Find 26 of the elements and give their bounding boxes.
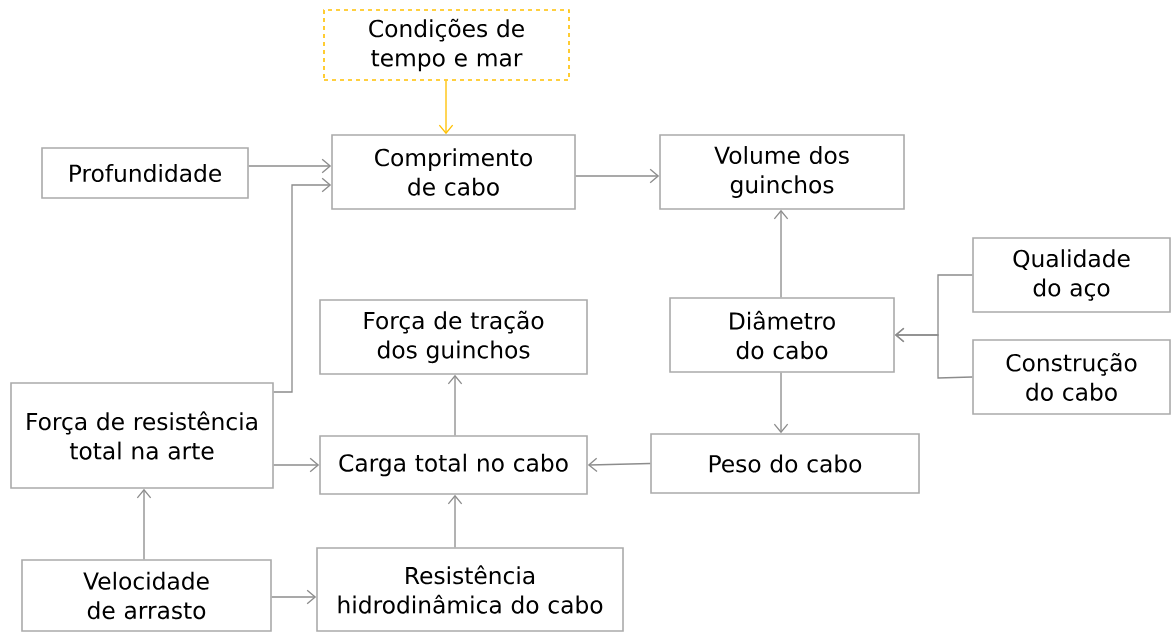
arrow [438, 80, 454, 135]
process-box: Profundidade [41, 147, 249, 199]
arrow [248, 158, 332, 174]
process-box: Qualidade do aço [972, 237, 1171, 313]
condition-box: Condições de tempo e mar [323, 9, 570, 81]
process-box: Velocidade de arrasto [21, 559, 272, 632]
process-box: Peso do cabo [650, 433, 920, 494]
arrow [273, 177, 332, 393]
arrow [773, 372, 789, 434]
arrow [894, 327, 973, 379]
arrow [587, 457, 651, 473]
process-box: Carga total no cabo [319, 435, 588, 495]
arrow [136, 488, 152, 560]
process-box: Força de tração dos guinchos [319, 299, 588, 375]
process-box: Força de resistência total na arte [10, 382, 274, 489]
process-box: Construção do cabo [972, 339, 1171, 415]
process-box: Volume dos guinchos [659, 134, 905, 210]
arrow [273, 457, 320, 473]
process-box: Comprimento de cabo [331, 134, 576, 210]
arrow [447, 494, 463, 548]
process-box: Diâmetro do cabo [669, 297, 895, 373]
arrow [773, 209, 789, 298]
arrow [447, 374, 463, 436]
process-box: Resistência hidrodinâmica do cabo [316, 547, 624, 632]
arrow [575, 168, 660, 184]
arrow [271, 589, 317, 605]
